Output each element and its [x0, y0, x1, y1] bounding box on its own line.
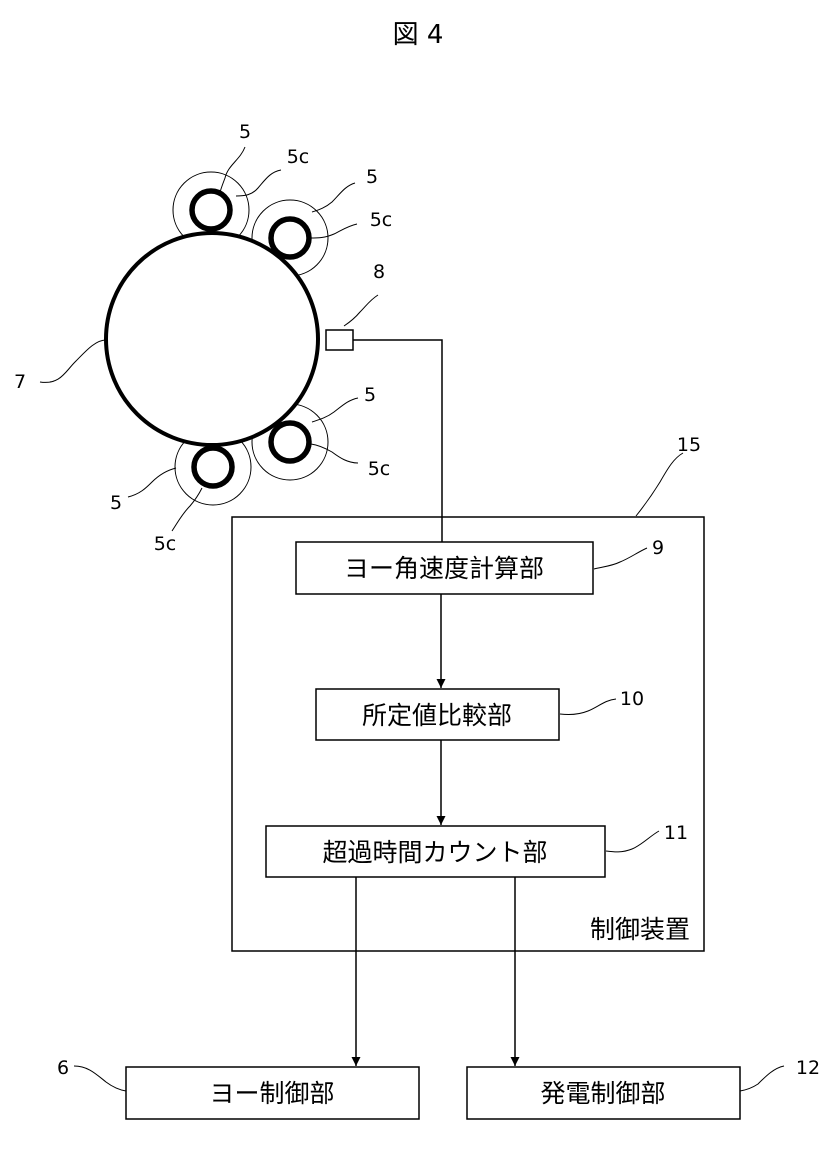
- yaw-control-label: ヨー制御部: [209, 1079, 334, 1108]
- ref-bearing-1: 5: [239, 121, 251, 143]
- sensor-signal-line: [353, 340, 442, 542]
- ref-generation-control: 12: [796, 1057, 820, 1079]
- figure-title: 図 4: [393, 20, 444, 50]
- ref-overtime-counter: 11: [664, 822, 688, 844]
- yaw-rate-calc-label: ヨー角速度計算部: [344, 554, 544, 583]
- ref-threshold-compare: 10: [620, 688, 644, 710]
- ref-controller: 15: [677, 434, 701, 456]
- ref-bearing-4-inner: 5c: [154, 533, 177, 555]
- ref-bearing-2: 5: [366, 166, 378, 188]
- ref-sensor: 8: [373, 261, 385, 283]
- ref-bearing-2-inner: 5c: [370, 209, 393, 231]
- ref-yaw-control: 6: [57, 1057, 69, 1079]
- ref-bearing-3: 5: [364, 384, 376, 406]
- ref-bearing-3-inner: 5c: [368, 458, 391, 480]
- ref-yaw-rate-calc: 9: [652, 537, 664, 559]
- ref-turret: 7: [14, 371, 26, 393]
- turret-circle: [106, 233, 318, 445]
- controller-label: 制御装置: [590, 915, 690, 944]
- overtime-counter-label: 超過時間カウント部: [322, 838, 547, 867]
- threshold-compare-label: 所定値比較部: [362, 701, 512, 730]
- ref-bearing-4: 5: [110, 492, 122, 514]
- ref-bearing-1-inner: 5c: [287, 146, 310, 168]
- yaw-sensor-box: [326, 330, 353, 350]
- generation-control-label: 発電制御部: [540, 1079, 665, 1108]
